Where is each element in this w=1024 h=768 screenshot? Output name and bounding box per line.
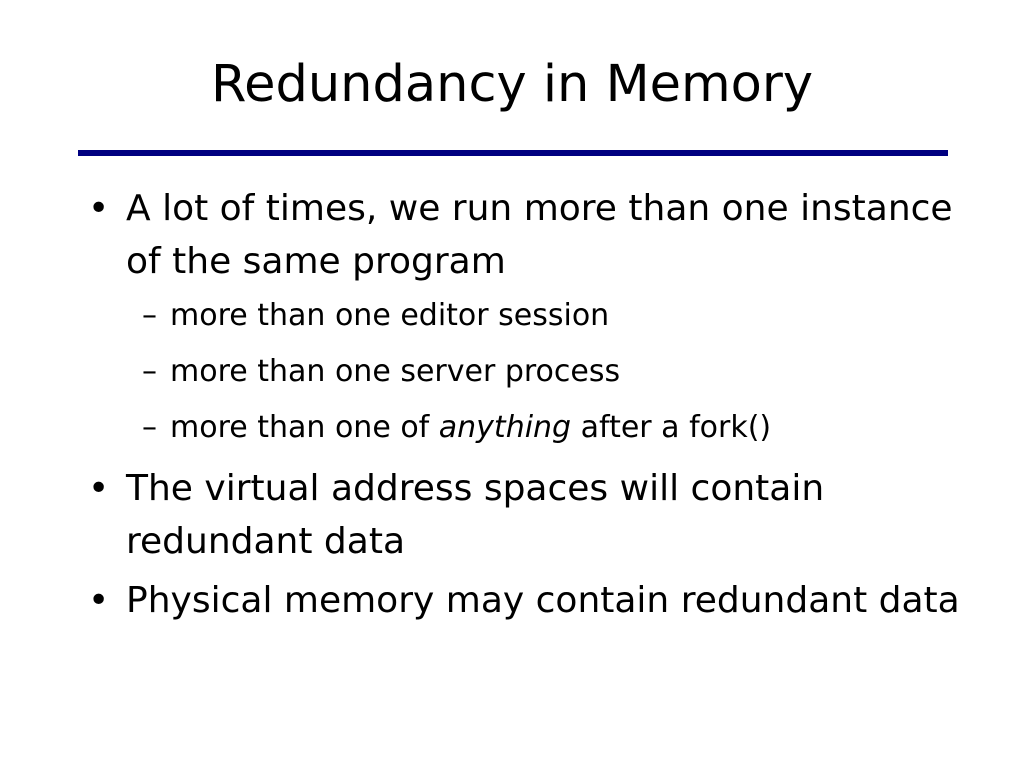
subbullet-item-3: – more than one of anything after a fork… — [142, 406, 968, 450]
subbullet-text-3-emphasis: anything — [438, 410, 572, 445]
bullet-item-1: • A lot of times, we run more than one i… — [88, 182, 968, 288]
bullet-marker: • — [88, 468, 110, 509]
subbullet-item-2: – more than one server process — [142, 350, 968, 394]
subbullet-text-3-after: after a fork() — [580, 410, 772, 445]
subbullet-text-1: more than one editor session — [170, 298, 610, 333]
slide-content: • A lot of times, we run more than one i… — [88, 182, 968, 633]
subbullet-text-3: more than one of anything after a fork() — [170, 406, 968, 450]
dash-marker: – — [142, 410, 157, 445]
subbullet-text-3-before: more than one of — [170, 410, 430, 445]
bullet-item-3: • Physical memory may contain redundant … — [88, 574, 968, 627]
slide-title: Redundancy in Memory — [210, 55, 814, 114]
subbullet-item-1: – more than one editor session — [142, 294, 968, 338]
subbullet-text-2: more than one server process — [170, 354, 621, 389]
dash-marker: – — [142, 298, 157, 333]
title-rule — [78, 150, 948, 156]
dash-marker: – — [142, 354, 157, 389]
bullet-marker: • — [88, 580, 110, 621]
bullet-text-3: Physical memory may contain redundant da… — [126, 580, 960, 621]
bullet-marker: • — [88, 188, 110, 229]
bullet-text-2: The virtual address spaces will contain … — [126, 468, 825, 562]
bullet-item-2: • The virtual address spaces will contai… — [88, 462, 968, 568]
bullet-text-1: A lot of times, we run more than one ins… — [126, 188, 953, 282]
